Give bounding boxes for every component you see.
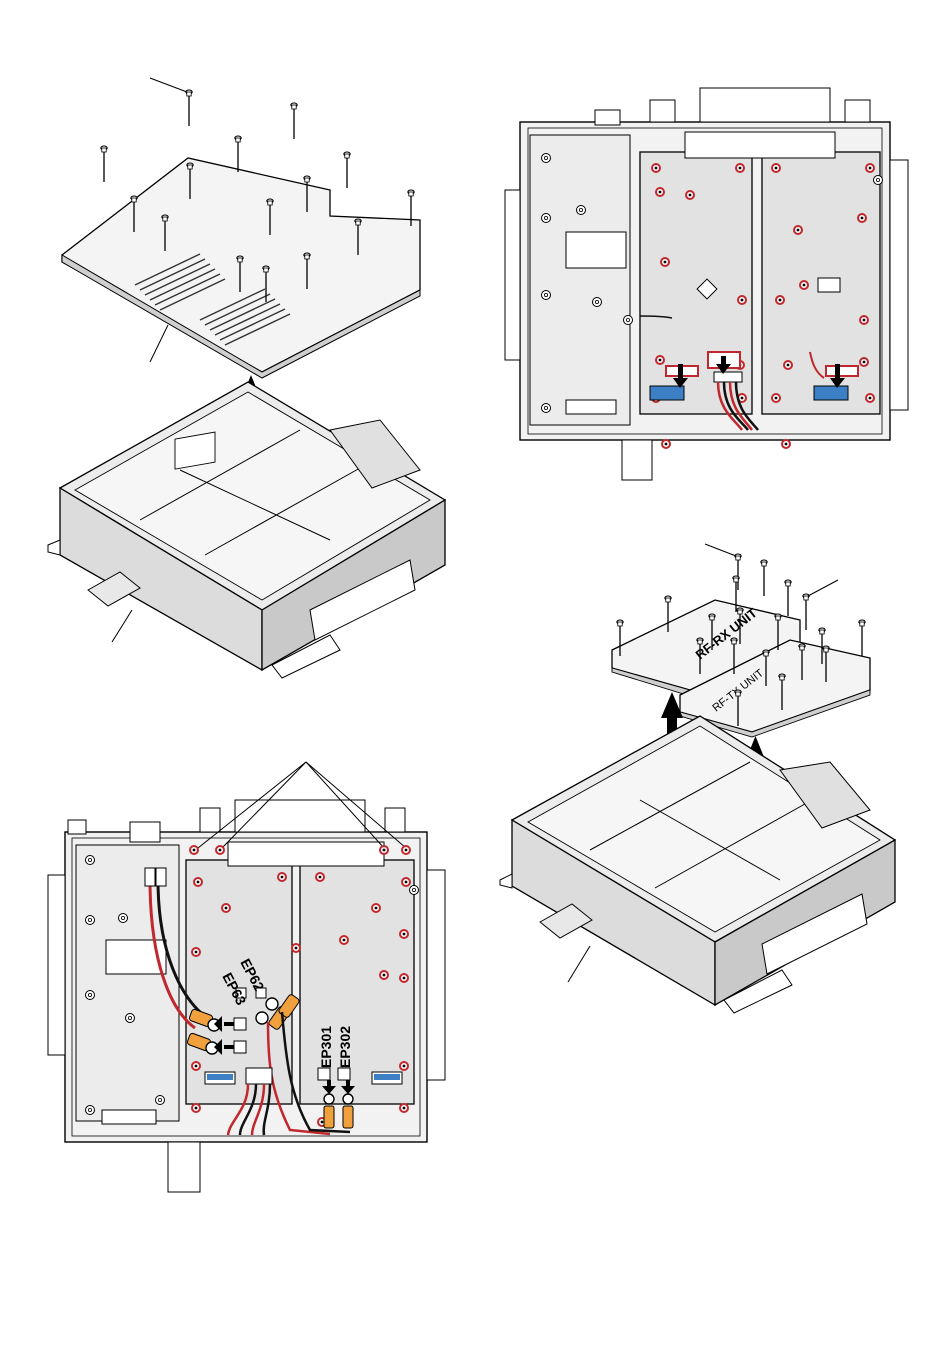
screw-icon xyxy=(235,136,241,172)
label-ep301: EP301 xyxy=(318,1026,334,1068)
top-cover-plate xyxy=(62,158,420,372)
screw-icon xyxy=(344,152,350,188)
screw-icon xyxy=(101,146,107,182)
panel-unit-removal: RF-RX UNIT RF-TX UNIT xyxy=(500,544,895,1013)
label-ep302: EP302 xyxy=(337,1026,353,1068)
screw-icon xyxy=(186,90,192,126)
panel-terminal-wiring: EP62 EP63 EP301 EP302 xyxy=(48,762,445,1192)
panel-top-view-units xyxy=(505,88,908,480)
blue-connector xyxy=(814,386,848,400)
blue-connector xyxy=(650,386,684,400)
chassis-isometric xyxy=(48,382,445,678)
panel-top-cover-removal xyxy=(48,78,445,678)
screw-icon xyxy=(291,103,297,139)
chassis-isometric xyxy=(500,716,895,1013)
